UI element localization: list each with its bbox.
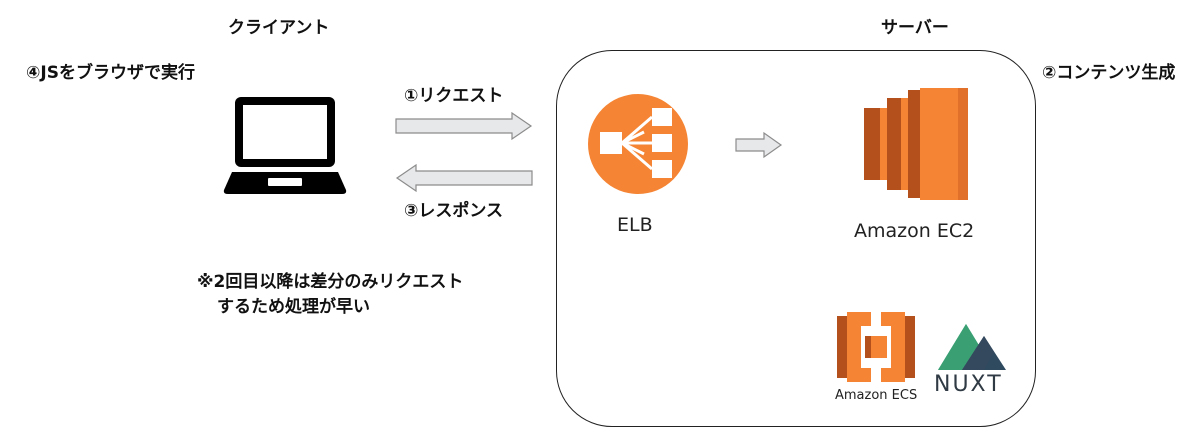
step-content-generation-label: ②コンテンツ生成 [1042,63,1176,83]
step-response-label: ③レスポンス [404,201,504,221]
step-request-label: ①リクエスト [404,86,504,106]
server-container [556,50,1036,427]
ecs-label: Amazon ECS [835,388,918,403]
client-heading: クライアント [228,18,330,38]
nuxt-label: NUXT [934,372,1003,397]
cache-note: ※2回目以降は差分のみリクエスト するため処理が早い [197,270,463,319]
cache-note-line1: ※2回目以降は差分のみリクエスト [197,272,464,292]
step-render-js-label: ④JSをブラウザで実行 [26,63,195,83]
cache-note-line2: するため処理が早い [217,296,370,317]
elb-label: ELB [617,214,653,236]
ecs-icon [837,312,915,382]
nuxt-logo [938,324,1006,370]
laptop-icon [223,97,347,194]
ec2-label: Amazon EC2 [854,220,975,242]
request-arrow-icon [395,111,533,141]
server-heading: サーバー [881,18,949,38]
elb-to-ec2-arrow-icon [735,131,783,159]
ec2-instance-icon [864,88,968,200]
load-balancer-icon [588,94,688,194]
response-arrow-icon [395,163,533,193]
